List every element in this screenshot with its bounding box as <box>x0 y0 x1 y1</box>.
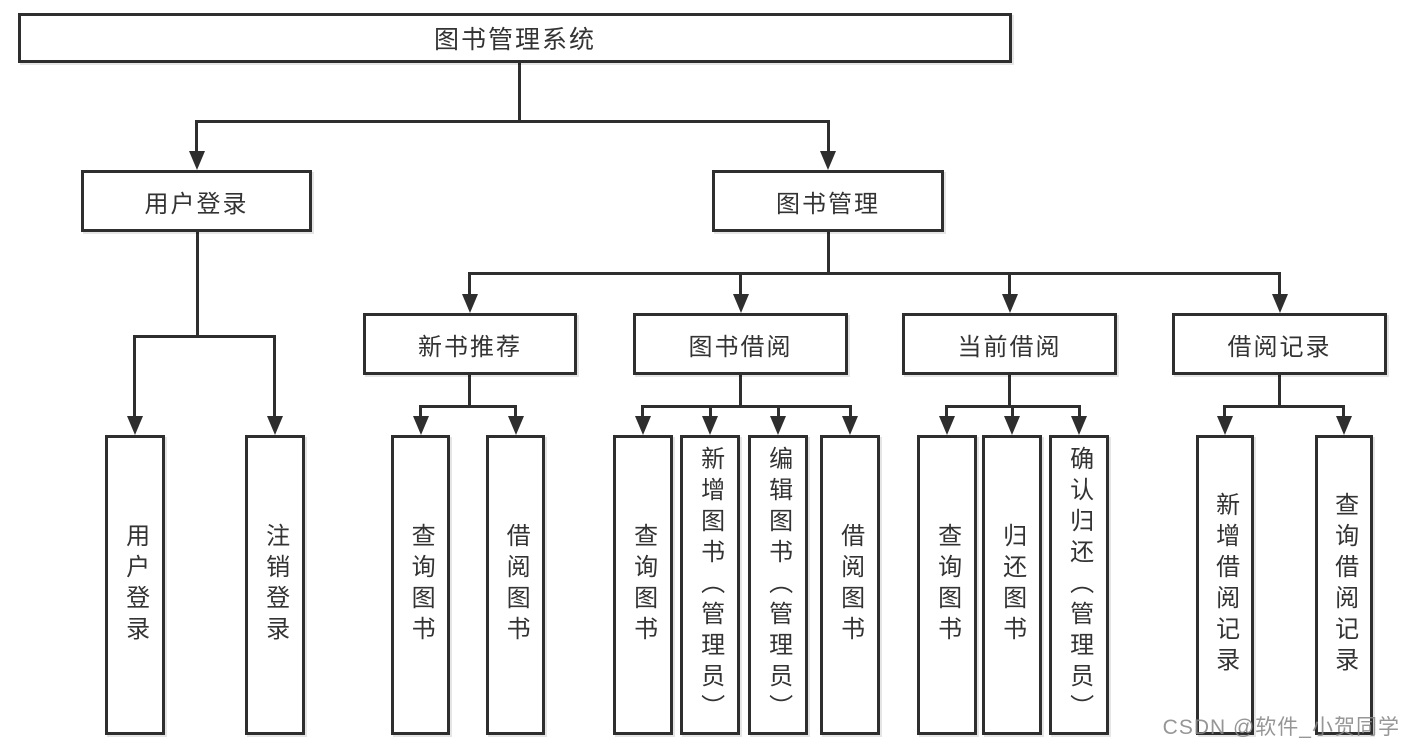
connector-line <box>419 405 422 420</box>
leaf-user-login: 用户登录 <box>105 435 165 735</box>
leaf-query-books-1: 查询图书 <box>391 435 450 735</box>
arrow-down-icon <box>733 294 749 313</box>
connector-line <box>1008 375 1011 408</box>
connector-line <box>739 272 742 297</box>
connector-line <box>849 405 852 420</box>
leaf-label: 新增借阅记录 <box>1211 492 1239 678</box>
leaf-label: 新增图书（管理员） <box>696 445 724 725</box>
leaf-label: 查询图书 <box>933 523 961 647</box>
node-label: 图书管理系统 <box>433 26 596 54</box>
node-label: 借阅记录 <box>1227 333 1332 361</box>
leaf-label: 确认归还（管理员） <box>1065 445 1093 725</box>
leaf-label: 用户登录 <box>121 523 149 647</box>
arrow-down-icon <box>1336 416 1352 435</box>
leaf-return-books: 归还图书 <box>982 435 1042 735</box>
connector-line <box>419 405 517 408</box>
connector-line <box>1278 272 1281 297</box>
node-library-management-system: 图书管理系统 <box>18 13 1012 63</box>
connector-line <box>1223 405 1345 408</box>
arrow-down-icon <box>770 416 786 435</box>
node-book-borrowing: 图书借阅 <box>633 313 848 375</box>
leaf-label: 查询图书 <box>407 523 435 647</box>
connector-line <box>518 63 521 121</box>
arrow-down-icon <box>508 416 524 435</box>
arrow-down-icon <box>267 416 283 435</box>
connector-line <box>1342 405 1345 420</box>
connector-line <box>827 120 830 155</box>
leaf-label: 归还图书 <box>998 523 1026 647</box>
leaf-add-borrow-record: 新增借阅记录 <box>1196 435 1254 735</box>
node-label: 新书推荐 <box>418 333 522 361</box>
connector-line <box>196 232 199 337</box>
leaf-edit-books-admin: 编辑图书（管理员） <box>748 435 808 735</box>
connector-line <box>641 405 851 408</box>
leaf-query-books-3: 查询图书 <box>917 435 977 735</box>
leaf-borrow-books-1: 借阅图书 <box>486 435 545 735</box>
connector-line <box>514 405 517 420</box>
connector-line <box>709 405 712 420</box>
leaf-label: 借阅图书 <box>502 523 530 647</box>
connector-line <box>1278 375 1281 408</box>
arrow-down-icon <box>635 416 651 435</box>
arrow-down-icon <box>462 294 478 313</box>
node-label: 图书管理 <box>776 190 880 218</box>
leaf-add-books-admin: 新增图书（管理员） <box>680 435 740 735</box>
csdn-watermark: CSDN @软件_小贺同学 <box>1162 716 1400 739</box>
connector-line <box>273 335 276 420</box>
node-user-login: 用户登录 <box>81 170 312 232</box>
leaf-label: 编辑图书（管理员） <box>764 445 792 725</box>
connector-line <box>1078 405 1081 420</box>
arrow-down-icon <box>1217 416 1233 435</box>
connector-line <box>777 405 780 420</box>
arrow-down-icon <box>1002 294 1018 313</box>
connector-line <box>1008 272 1011 297</box>
node-current-borrowing: 当前借阅 <box>902 313 1117 375</box>
arrow-down-icon <box>939 416 955 435</box>
leaf-query-books-2: 查询图书 <box>613 435 673 735</box>
leaf-label: 借阅图书 <box>836 523 864 647</box>
connector-line <box>195 120 830 123</box>
leaf-borrow-books-2: 借阅图书 <box>820 435 880 735</box>
connector-line <box>133 335 276 338</box>
leaf-label: 注销登录 <box>261 523 289 647</box>
arrow-down-icon <box>842 416 858 435</box>
arrow-down-icon <box>702 416 718 435</box>
node-borrowing-records: 借阅记录 <box>1172 313 1387 375</box>
connector-line <box>468 375 471 408</box>
arrow-down-icon <box>127 416 143 435</box>
arrow-down-icon <box>189 151 205 170</box>
connector-line <box>739 375 742 408</box>
arrow-down-icon <box>820 151 836 170</box>
arrow-down-icon <box>413 416 429 435</box>
connector-line <box>945 405 948 420</box>
leaf-confirm-return-admin: 确认归还（管理员） <box>1049 435 1109 735</box>
connector-line <box>827 232 830 274</box>
leaf-logout: 注销登录 <box>245 435 305 735</box>
connector-line <box>195 120 198 155</box>
arrow-down-icon <box>1071 416 1087 435</box>
node-label: 当前借阅 <box>957 333 1062 361</box>
node-label: 图书借阅 <box>688 333 793 361</box>
node-book-management: 图书管理 <box>712 170 944 232</box>
leaf-query-borrow-record: 查询借阅记录 <box>1315 435 1373 735</box>
connector-line <box>468 272 1281 275</box>
connector-line <box>641 405 644 420</box>
connector-line <box>1011 405 1014 420</box>
connector-line <box>133 335 136 420</box>
node-new-book-recommend: 新书推荐 <box>363 313 577 375</box>
connector-line <box>468 272 471 297</box>
arrow-down-icon <box>1004 416 1020 435</box>
leaf-label: 查询图书 <box>629 523 657 647</box>
arrow-down-icon <box>1272 294 1288 313</box>
connector-line <box>1223 405 1226 420</box>
node-label: 用户登录 <box>144 190 249 218</box>
leaf-label: 查询借阅记录 <box>1330 492 1358 678</box>
